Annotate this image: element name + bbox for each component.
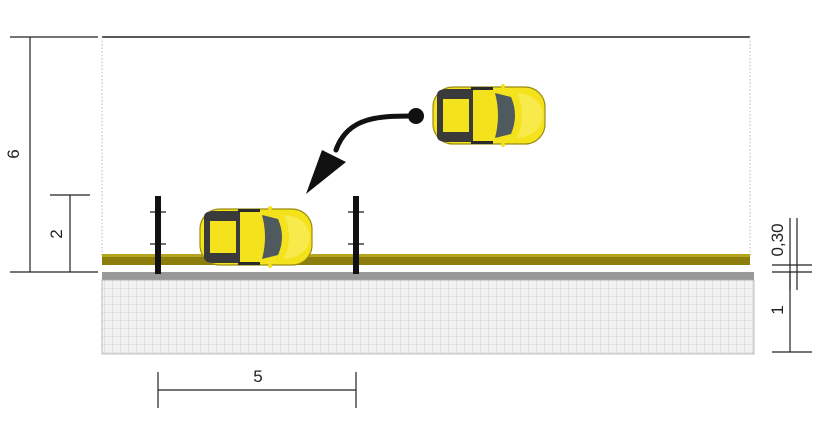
dimension-label-bay-depth: 2 (47, 229, 66, 238)
dimension-label-sidewalk: 1 (768, 305, 787, 314)
car-top-view-icon (199, 206, 313, 268)
car-top-view-icon (432, 84, 546, 147)
dimension-label-bay-length: 5 (253, 367, 262, 386)
dimension-sidewalk: 1 (768, 272, 812, 353)
dimension-bay-length: 5 (157, 367, 357, 408)
dimension-road-width: 6 (4, 36, 98, 273)
dimension-label-road-width: 6 (4, 149, 23, 158)
curb-line-highlight (102, 254, 750, 257)
kerb (102, 272, 754, 280)
bay-post-right (348, 196, 364, 274)
dimension-bay-depth: 2 (47, 194, 90, 272)
sidewalk (101, 279, 755, 355)
dimension-label-kerb: 0,30 (768, 223, 787, 256)
bay-post-left (150, 196, 166, 274)
curved-arrow-icon (306, 108, 424, 194)
curb-line (102, 254, 750, 265)
